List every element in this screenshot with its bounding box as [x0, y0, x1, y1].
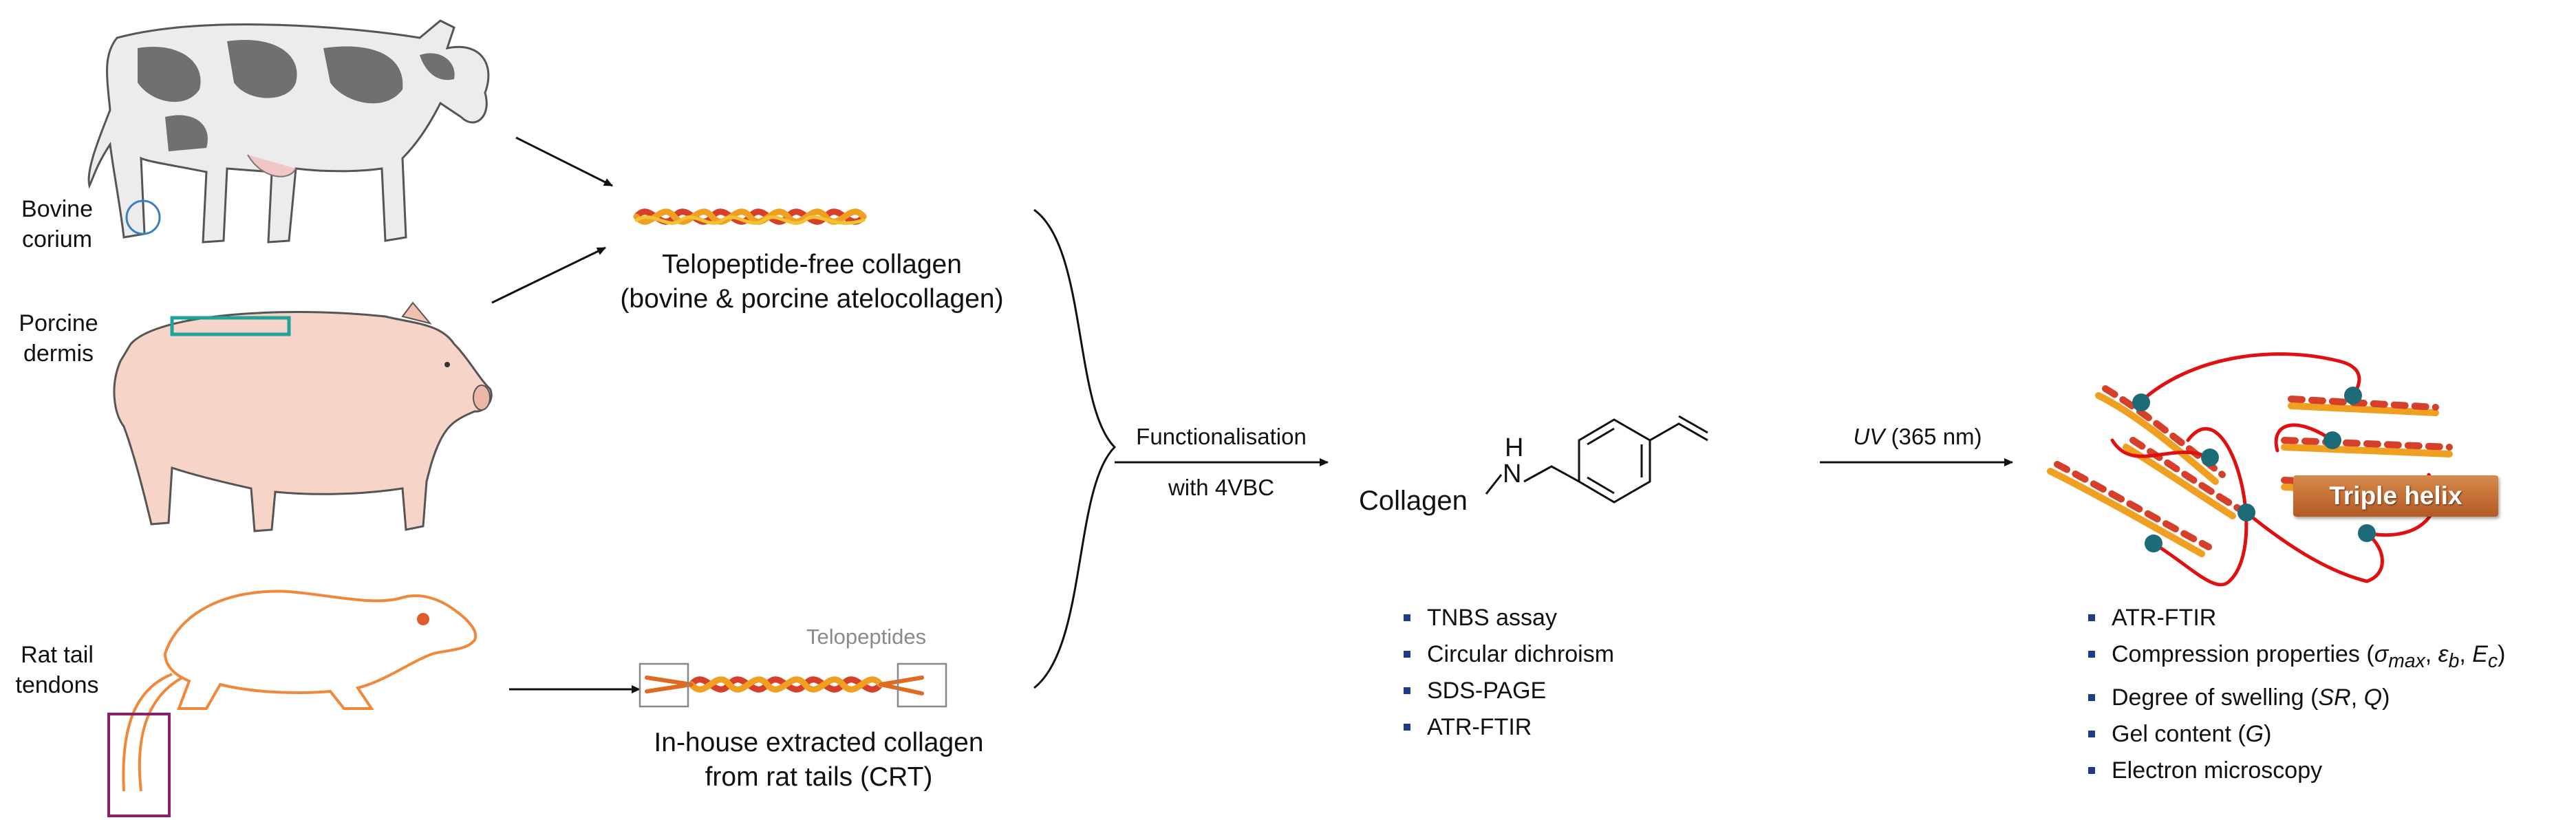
atelocollagen-helix [633, 208, 867, 225]
rat-tail-marker [107, 713, 171, 817]
label-reagent: with 4VBC [1168, 475, 1275, 500]
list-item: ATR-FTIR [1404, 709, 1614, 746]
label-rat-tail: Rat tail tendons [15, 642, 99, 698]
label-bovine-corium: Bovine corium [21, 196, 93, 252]
uv-italic: UV [1853, 424, 1885, 449]
list-item-swelling: Degree of swelling (SR, Q) [2088, 680, 2505, 716]
list-item: Electron microscopy [2088, 753, 2505, 789]
label-functionalisation: Functionalisation [1136, 424, 1307, 449]
arrow-porcine [491, 246, 606, 304]
product-characterisation-list: TNBS assay Circular dichroism SDS-PAGE A… [1404, 600, 1614, 746]
label-atelocollagen-sub: (bovine & porcine atelocollagen) [620, 284, 1004, 314]
list-item: Circular dichroism [1404, 636, 1614, 673]
porcine-dermis-marker [170, 316, 291, 336]
pig-illustration [113, 301, 493, 532]
rat-illustration [107, 590, 477, 817]
uv-wavelength: (365 nm) [1885, 424, 1982, 449]
triple-helix-badge: Triple helix [2293, 475, 2498, 517]
crosslinked-network [2047, 352, 2480, 587]
list-item: SDS-PAGE [1404, 673, 1614, 709]
cow-illustration [87, 19, 490, 244]
merge-brace [1033, 208, 1117, 689]
network-characterisation-list: ATR-FTIR Compression properties (σmax, ε… [2088, 600, 2505, 789]
label-telopeptides: Telopeptides [806, 625, 927, 649]
arrow-bovine [515, 136, 613, 187]
label-crt-title: In-house extracted collagen [654, 728, 984, 757]
label-atelocollagen-title: Telopeptide-free collagen [662, 250, 962, 279]
label-collagen-product: Collagen [1359, 486, 1468, 516]
4vbc-structure [1485, 415, 1708, 504]
bovine-corium-marker [125, 199, 161, 235]
label-amine-h: H [1505, 433, 1524, 462]
list-item: ATR-FTIR [2088, 600, 2505, 636]
label-crt-sub: from rat tails (CRT) [705, 762, 933, 792]
list-item: TNBS assay [1404, 600, 1614, 636]
label-uv: UV (365 nm) [1825, 424, 2010, 450]
label-amine-n: N [1503, 460, 1522, 488]
label-porcine-dermis: Porcine dermis [19, 310, 98, 367]
rat-collagen-helix [638, 662, 947, 708]
list-item-gel: Gel content (G) [2088, 716, 2505, 753]
list-item-compression: Compression properties (σmax, εb, Ec) [2088, 636, 2505, 680]
